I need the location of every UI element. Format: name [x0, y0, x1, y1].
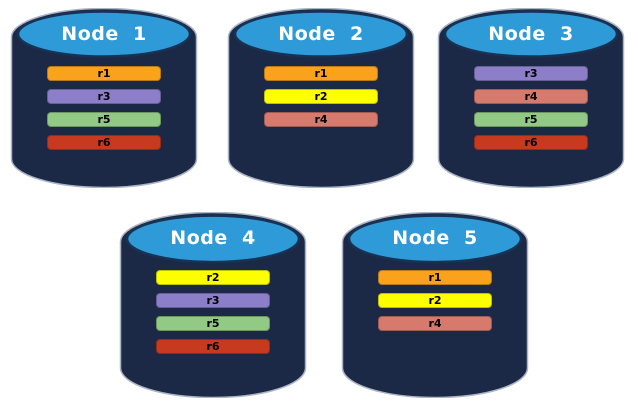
- node-title: Node 1: [61, 23, 147, 45]
- cylinder-top: [16, 10, 192, 58]
- replica-list: r2 r3 r5 r6: [119, 270, 307, 362]
- replica-bar-r1: r1: [47, 66, 161, 81]
- replica-bar-r2: r2: [156, 270, 270, 285]
- db-node-2: Node 2 r1 r2 r4: [227, 8, 415, 188]
- replica-label: r2: [428, 294, 442, 307]
- replica-label: r3: [524, 67, 538, 80]
- replica-label: r1: [428, 271, 442, 284]
- replica-label: r6: [206, 340, 220, 353]
- replica-bar-r4: r4: [474, 89, 588, 104]
- cylinder-top: [125, 214, 301, 264]
- replica-bar-r4: r4: [264, 112, 378, 127]
- replica-bar-r6: r6: [156, 339, 270, 354]
- db-node-4: Node 4 r2 r3 r5 r6: [119, 212, 307, 398]
- replica-label: r3: [97, 90, 111, 103]
- replica-bar-r2: r2: [378, 293, 492, 308]
- replica-bar-r4: r4: [378, 316, 492, 331]
- node-title: Node 3: [488, 23, 574, 45]
- db-node-5: Node 5 r1 r2 r4: [341, 212, 529, 398]
- replica-list: r1 r2 r4: [227, 66, 415, 135]
- replica-bar-r1: r1: [378, 270, 492, 285]
- replica-bar-r3: r3: [47, 89, 161, 104]
- cylinder-top: [233, 10, 409, 58]
- replica-label: r1: [314, 67, 328, 80]
- replica-list: r1 r2 r4: [341, 270, 529, 339]
- replica-bar-r5: r5: [47, 112, 161, 127]
- db-node-3: Node 3 r3 r4 r5 r6: [437, 8, 625, 188]
- replica-bar-r6: r6: [47, 135, 161, 150]
- replica-label: r5: [97, 113, 111, 126]
- replica-bar-r6: r6: [474, 135, 588, 150]
- replica-label: r6: [524, 136, 538, 149]
- replica-bar-r3: r3: [156, 293, 270, 308]
- replica-label: r2: [206, 271, 220, 284]
- replica-label: r1: [97, 67, 111, 80]
- cylinder-top: [443, 10, 619, 58]
- replica-bar-r1: r1: [264, 66, 378, 81]
- replica-list: r1 r3 r5 r6: [10, 66, 198, 158]
- replica-label: r4: [314, 113, 328, 126]
- replica-bar-r2: r2: [264, 89, 378, 104]
- replica-bar-r5: r5: [156, 316, 270, 331]
- replica-label: r4: [524, 90, 538, 103]
- replica-label: r6: [97, 136, 111, 149]
- node-title: Node 4: [170, 227, 256, 249]
- node-title: Node 5: [392, 227, 478, 249]
- replica-label: r5: [524, 113, 538, 126]
- replica-label: r4: [428, 317, 442, 330]
- replica-list: r3 r4 r5 r6: [437, 66, 625, 158]
- replica-label: r5: [206, 317, 220, 330]
- node-title: Node 2: [278, 23, 364, 45]
- replica-label: r2: [314, 90, 328, 103]
- replica-label: r3: [206, 294, 220, 307]
- replica-bar-r3: r3: [474, 66, 588, 81]
- cylinder-top: [347, 214, 523, 264]
- db-node-1: Node 1 r1 r3 r5 r6: [10, 8, 198, 188]
- replica-bar-r5: r5: [474, 112, 588, 127]
